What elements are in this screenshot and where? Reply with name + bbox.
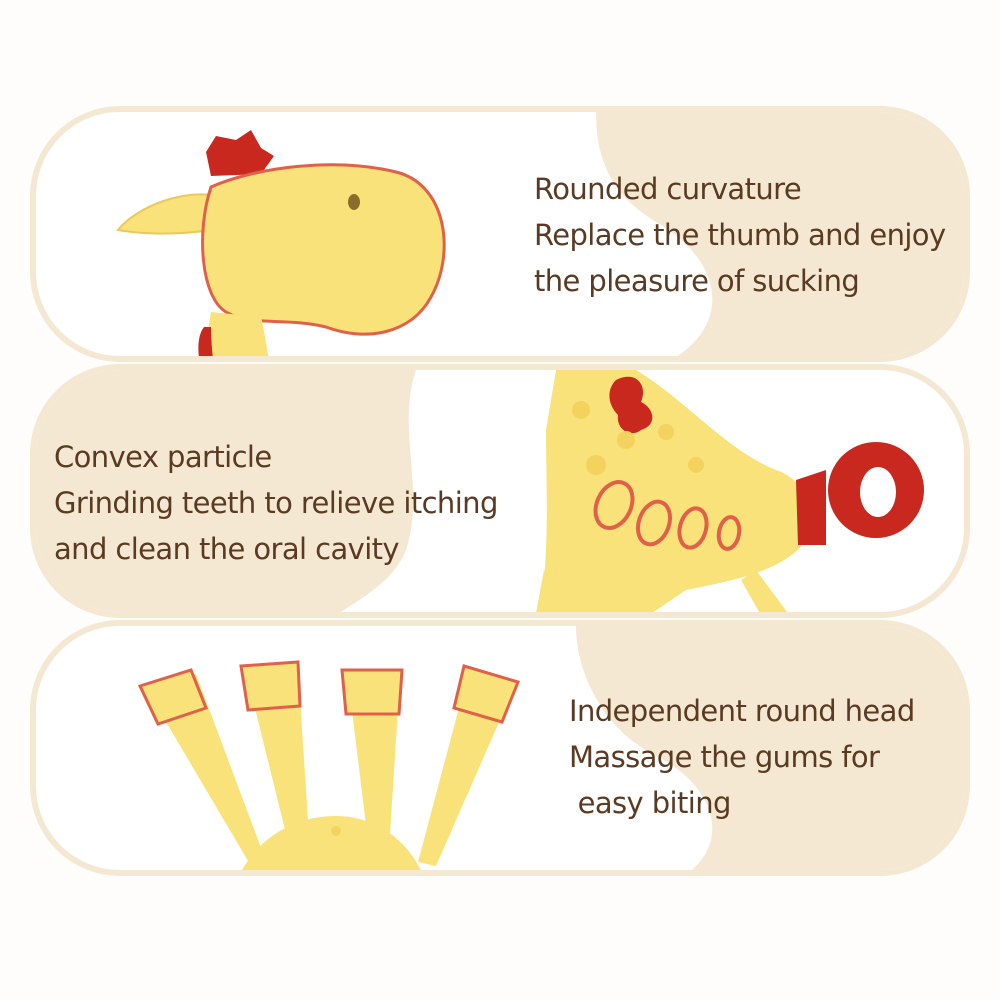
caption-title: Independent round head <box>569 694 915 728</box>
caption-line: Massage the gums for <box>569 740 880 774</box>
caption-title: Convex particle <box>54 440 272 474</box>
caption-line: Replace the thumb and enjoy <box>534 218 946 252</box>
caption-line: the pleasure of sucking <box>534 264 860 298</box>
giraffe-head-illustration <box>116 112 964 356</box>
caption-title: Rounded curvature <box>534 172 802 206</box>
giraffe-horns-illustration <box>137 626 964 870</box>
caption-line: Grinding teeth to relieve itching <box>54 486 498 520</box>
caption-block: Convex particle Grinding teeth to reliev… <box>54 434 498 572</box>
feature-panel-convex-particle: Convex particle Grinding teeth to reliev… <box>30 364 970 618</box>
caption-block: Rounded curvature Replace the thumb and … <box>534 166 946 304</box>
caption-line: and clean the oral cavity <box>54 532 400 566</box>
feature-panel-round-head: Independent round head Massage the gums … <box>30 620 970 876</box>
caption-line: easy biting <box>569 786 732 820</box>
giraffe-body-illustration <box>36 370 924 612</box>
feature-panel-rounded-curvature: Rounded curvature Replace the thumb and … <box>30 106 970 362</box>
caption-block: Independent round head Massage the gums … <box>569 688 915 826</box>
